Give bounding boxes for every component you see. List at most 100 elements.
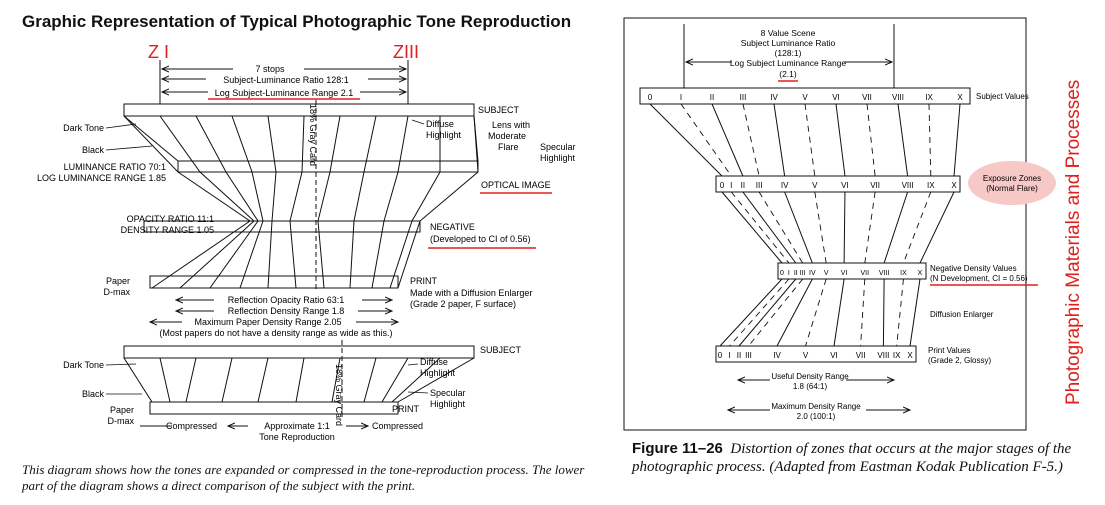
zone-line-2-6 — [833, 278, 845, 347]
zone-distortion-diagram: 8 Value Scene Subject Luminance Ratio (1… — [623, 17, 1056, 431]
negative-value-9: IX — [900, 270, 907, 277]
subject-label: SUBJECT — [478, 105, 520, 115]
opacity-ratio-label: OPACITY RATIO 11:1 — [127, 214, 214, 224]
exposure-highlight-bubble — [968, 161, 1056, 205]
exposure-value-3: III — [756, 181, 763, 190]
stops-label: 7 stops — [255, 64, 285, 74]
right-leaders — [407, 119, 429, 394]
useful-density-1: Useful Density Range — [771, 372, 849, 381]
zone-line-0-0 — [649, 103, 723, 177]
subject-value-4: IV — [770, 93, 778, 102]
specular-highlight-label-2: Highlight — [430, 399, 466, 409]
negative-value-7: VII — [861, 270, 870, 277]
zone-line-2-2 — [738, 278, 797, 347]
lens-label-1: Lens with — [492, 120, 530, 130]
dmax-label: D-max — [104, 287, 131, 297]
paper-label: Paper — [106, 276, 130, 286]
log-range-label: Log Subject-Luminance Range 2.1 — [215, 88, 354, 98]
subject-value-6: VI — [832, 93, 840, 102]
zone-line-1-9 — [903, 191, 932, 264]
luminance-ratio-label: LUMINANCE RATIO 70:1 — [64, 162, 166, 172]
negative-bar — [143, 220, 421, 233]
specular-label-2: Specular — [430, 388, 466, 398]
print-label: PRINT — [410, 276, 438, 286]
dark-tone-label: Dark Tone — [63, 123, 104, 133]
print-note-2: (Grade 2 paper, F surface) — [410, 299, 516, 309]
print-value-5: V — [803, 351, 809, 360]
zone-line-1-8 — [883, 191, 909, 264]
zone-line-2-8 — [882, 278, 885, 347]
zone-one-mark: Z I — [148, 42, 169, 62]
diffusion-enlarger-label: Diffusion Enlarger — [930, 310, 994, 319]
print-value-4: IV — [773, 351, 781, 360]
figure-frame — [623, 17, 1027, 431]
exposure-value-6: VI — [841, 181, 849, 190]
subject-bar-2 — [123, 345, 475, 359]
subject-value-5: V — [802, 93, 808, 102]
negative-value-8: VIII — [879, 270, 890, 277]
diffuse-label-2: Diffuse — [420, 357, 448, 367]
left-caption: This diagram shows how the tones are exp… — [22, 462, 585, 493]
print-values-label-1: Print Values — [928, 346, 971, 355]
negative-value-5: V — [824, 270, 829, 277]
header-line-1: 8 Value Scene — [761, 28, 816, 38]
dmax-label-2: D-max — [108, 416, 135, 426]
zone-line-2-0 — [719, 278, 783, 347]
diffuse-label: Diffuse — [426, 119, 454, 129]
print-value-0: 0 — [718, 351, 723, 360]
print-label-2: PRINT — [392, 404, 420, 414]
header-line-4: Log Subject Luminance Range — [730, 58, 847, 68]
exposure-label-2: (Normal Flare) — [986, 184, 1038, 193]
gray-card-label-2: 18% Gray Card — [334, 364, 344, 426]
negative-label: NEGATIVE — [430, 222, 475, 232]
exposure-value-1: I — [730, 181, 732, 190]
exposure-value-4: IV — [781, 181, 789, 190]
highlight-label-2: Highlight — [420, 368, 456, 378]
zone-line-0-5 — [804, 103, 816, 177]
zone-line-0-9 — [928, 103, 932, 177]
zone-line-1-2 — [742, 191, 797, 264]
negative-value-0: 0 — [780, 270, 784, 277]
compressed-right: Compressed — [372, 421, 423, 431]
print-value-8: VIII — [877, 351, 889, 360]
negative-value-4: IV — [809, 270, 816, 277]
exposure-value-10: X — [951, 181, 957, 190]
left-diagram-title: Graphic Representation of Typical Photog… — [22, 12, 572, 31]
zone-line-0-8 — [897, 103, 909, 177]
dimension-lines — [159, 60, 409, 104]
tone-lines-upper — [123, 115, 479, 289]
black-label: Black — [82, 145, 105, 155]
exposure-value-0: 0 — [720, 181, 725, 190]
zone-line-2-5 — [805, 278, 827, 347]
left-leaders — [105, 123, 153, 395]
zone-three-mark: ZIII — [393, 42, 419, 62]
papers-note: (Most papers do not have a density range… — [159, 328, 392, 338]
zone-line-0-10 — [953, 103, 961, 177]
max-density-2: 2.0 (100:1) — [797, 412, 836, 421]
print-values-bar — [715, 345, 917, 363]
gray-card-label: 18% Gray Card — [308, 104, 318, 166]
negative-density-bar — [777, 262, 927, 280]
tone-reproduction-center-1: Approximate 1:1 — [264, 421, 330, 431]
print-values-label-2: (Grade 2, Glossy) — [928, 356, 991, 365]
header-line-3: (128:1) — [775, 48, 802, 58]
negative-value-3: III — [800, 270, 806, 277]
exposure-value-5: V — [812, 181, 818, 190]
zone-line-1-0 — [721, 191, 783, 264]
zone-line-2-1 — [729, 278, 790, 347]
exposure-value-9: IX — [927, 181, 935, 190]
compressed-left: Compressed — [166, 421, 217, 431]
print-value-2: II — [737, 351, 741, 360]
negative-value-1: I — [788, 270, 790, 277]
density-range-label: DENSITY RANGE 1.05 — [121, 225, 214, 235]
zone-line-0-6 — [835, 103, 846, 177]
negative-label-1: Negative Density Values — [930, 264, 1017, 273]
reflection-density-label: Reflection Density Range 1.8 — [228, 306, 345, 316]
print-value-1: I — [728, 351, 730, 360]
lens-label-2: Moderate — [488, 131, 526, 141]
log-luminance-label: LOG LUMINANCE RANGE 1.85 — [37, 173, 166, 183]
